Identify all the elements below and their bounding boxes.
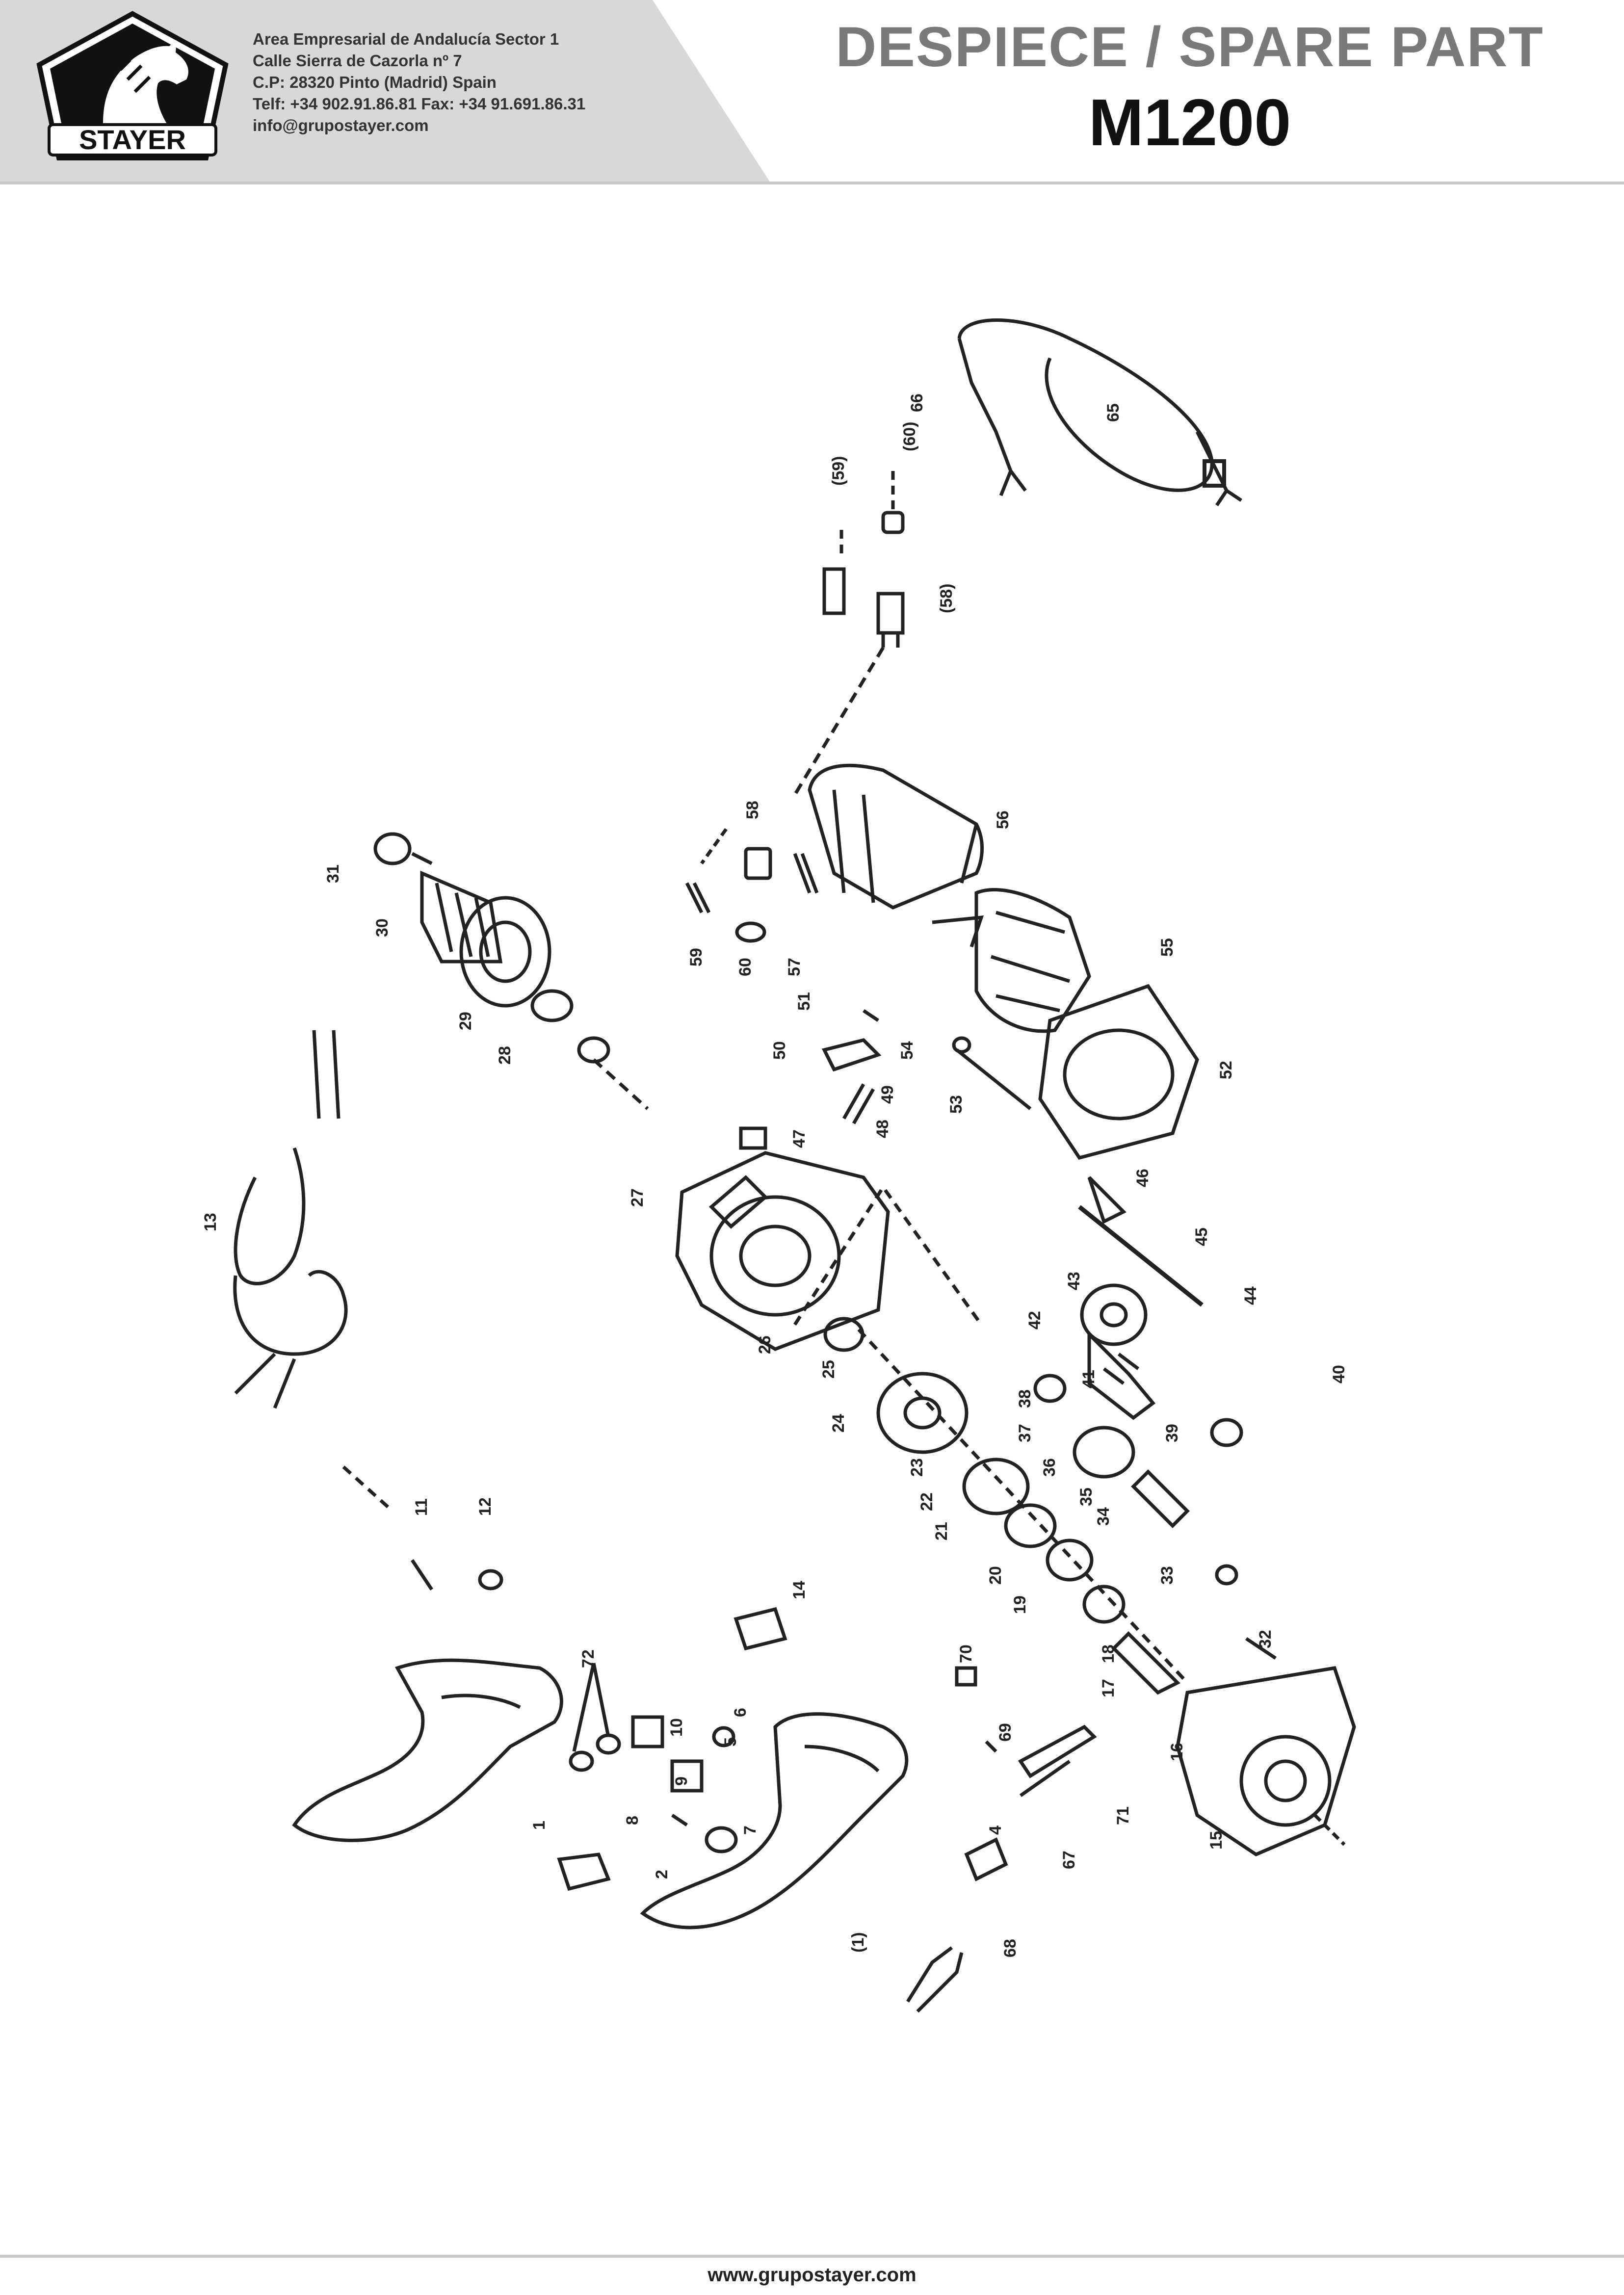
stator — [932, 888, 1091, 1033]
label-58b: (58) — [937, 584, 956, 613]
label-59: 59 — [687, 948, 706, 966]
label-34: 34 — [1094, 1507, 1113, 1526]
power-cord — [957, 318, 1242, 506]
label-16: 16 — [1168, 1743, 1186, 1761]
field-cover — [808, 763, 984, 910]
label-60b: (60) — [900, 422, 919, 451]
rear-handle — [292, 1658, 563, 1842]
label-45: 45 — [1192, 1227, 1211, 1246]
company-address: Area Empresarial de Andalucía Sector 1 C… — [253, 28, 635, 136]
label-7: 7 — [741, 1826, 760, 1835]
label-29: 29 — [456, 1012, 475, 1030]
label-33: 33 — [1158, 1566, 1177, 1585]
label-43: 43 — [1065, 1272, 1083, 1290]
label-49: 49 — [878, 1085, 897, 1104]
label-14: 14 — [790, 1581, 809, 1599]
armature — [373, 832, 551, 1008]
label-13: 13 — [201, 1213, 220, 1231]
label-17: 17 — [1099, 1679, 1118, 1697]
address-line: Telf: +34 902.91.86.81 Fax: +34 91.691.8… — [253, 95, 586, 113]
label-56: 56 — [994, 810, 1012, 829]
label-9: 9 — [672, 1776, 691, 1786]
label-36: 36 — [1040, 1458, 1059, 1477]
label-22: 22 — [917, 1492, 936, 1511]
label-46: 46 — [1133, 1169, 1152, 1187]
label-41: 41 — [1079, 1370, 1098, 1388]
label-69: 69 — [996, 1723, 1015, 1742]
label-53: 53 — [947, 1095, 966, 1114]
label-23: 23 — [908, 1458, 926, 1477]
label-10: 10 — [667, 1718, 686, 1737]
label-60: 60 — [736, 958, 755, 976]
label-59b: (59) — [829, 456, 848, 486]
label-11: 11 — [412, 1498, 431, 1516]
label-35: 35 — [1077, 1487, 1096, 1506]
header-divider — [0, 182, 1624, 184]
label-19: 19 — [1011, 1595, 1029, 1614]
label-32: 32 — [1256, 1630, 1275, 1648]
label-57: 57 — [785, 958, 804, 976]
stayer-logo: STAYER — [36, 11, 229, 160]
address-line: Calle Sierra de Cazorla nº 7 — [253, 52, 462, 70]
label-24: 24 — [829, 1414, 848, 1433]
label-18: 18 — [1099, 1644, 1118, 1663]
brand-text: STAYER — [79, 124, 186, 155]
label-28: 28 — [496, 1046, 514, 1065]
page-title: DESPIECE / SPARE PART — [836, 16, 1544, 78]
label-1b: (1) — [849, 1932, 867, 1953]
label-8: 8 — [623, 1816, 642, 1825]
gear-cover — [1176, 1666, 1356, 1856]
label-25: 25 — [819, 1360, 838, 1379]
label-39: 39 — [1163, 1424, 1181, 1442]
label-58: 58 — [743, 801, 762, 819]
left-cable — [233, 1030, 348, 1409]
label-12: 12 — [476, 1497, 495, 1516]
label-44: 44 — [1241, 1286, 1260, 1305]
label-51: 51 — [795, 992, 813, 1011]
label-15: 15 — [1207, 1831, 1226, 1850]
label-2: 2 — [653, 1870, 671, 1879]
label-47: 47 — [790, 1129, 809, 1148]
label-67: 67 — [1060, 1851, 1078, 1869]
gear-housing — [675, 1151, 890, 1351]
label-68: 68 — [1001, 1939, 1020, 1957]
label-5: 5 — [721, 1737, 740, 1747]
label-26: 26 — [756, 1335, 774, 1354]
label-71: 71 — [1114, 1806, 1132, 1825]
label-52: 52 — [1217, 1061, 1235, 1079]
label-31: 31 — [324, 864, 342, 883]
email-text: info@grupostayer.com — [253, 116, 429, 134]
model-number: M1200 — [1088, 85, 1291, 159]
label-70: 70 — [957, 1644, 975, 1663]
label-50: 50 — [770, 1041, 789, 1060]
front-handle — [640, 1712, 909, 1930]
label-38: 38 — [1016, 1389, 1034, 1408]
label-6: 6 — [731, 1708, 750, 1717]
label-65: 65 — [1104, 403, 1123, 422]
switch-spring-59b — [822, 567, 846, 615]
label-48: 48 — [873, 1120, 892, 1138]
label-1: 1 — [530, 1821, 549, 1830]
label-40: 40 — [1330, 1365, 1348, 1383]
label-20: 20 — [986, 1566, 1005, 1585]
label-30: 30 — [373, 918, 392, 937]
website-link[interactable]: www.grupostayer.com — [707, 2264, 917, 2286]
label-4: 4 — [986, 1826, 1005, 1835]
label-37: 37 — [1016, 1424, 1034, 1442]
label-21: 21 — [932, 1522, 951, 1540]
label-72: 72 — [579, 1649, 598, 1668]
label-55: 55 — [1158, 938, 1177, 957]
footer-divider — [0, 2255, 1624, 2258]
label-27: 27 — [628, 1188, 647, 1207]
exploded-diagram: 66 65 (59) (60) (58) 56 58 59 60 57 55 5… — [201, 318, 1356, 2013]
address-line: C.P: 28320 Pinto (Madrid) Spain — [253, 73, 497, 91]
address-line: Area Empresarial de Andalucía Sector 1 — [253, 30, 559, 48]
label-54: 54 — [898, 1041, 917, 1060]
end-plate — [1038, 984, 1199, 1160]
label-42: 42 — [1025, 1311, 1044, 1330]
label-66: 66 — [908, 393, 926, 412]
